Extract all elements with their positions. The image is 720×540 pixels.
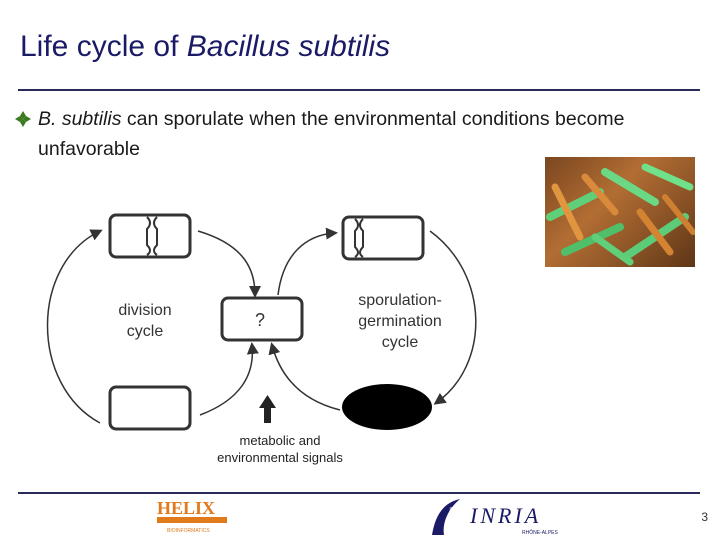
svg-text:RHÔNE-ALPES: RHÔNE-ALPES	[522, 529, 559, 536]
arrow-to-sporulation	[277, 227, 338, 296]
division-cycle-label: division cycle	[118, 302, 172, 340]
unknown-mark: ?	[254, 310, 265, 330]
title-divider	[18, 89, 700, 91]
bacteria-photo-art	[546, 163, 695, 266]
footer-divider	[18, 492, 700, 494]
clover-bullet-icon	[15, 111, 31, 127]
svg-text:HELIX: HELIX	[157, 498, 215, 518]
decision-cell	[220, 296, 304, 342]
division-arrow-left	[46, 229, 103, 424]
page-number: 3	[701, 510, 708, 524]
bacteria-micrograph	[545, 157, 695, 267]
vegetative-cell	[108, 385, 192, 431]
signal-arrow-icon	[259, 395, 276, 423]
sporulation-arrow-right	[429, 230, 477, 405]
slide-title: Life cycle of Bacillus subtilis	[20, 30, 391, 63]
svg-text:BIOINFORMATICS: BIOINFORMATICS	[167, 528, 210, 534]
arrow-up-from-cell	[199, 342, 259, 416]
germination-arrow	[268, 342, 341, 411]
bullet-text: B. subtilis can sporulate when the envir…	[38, 108, 625, 160]
svg-text:INRIA: INRIA	[469, 503, 541, 528]
sporulating-cell	[341, 215, 425, 261]
spore	[342, 384, 432, 430]
helix-logo: HELIX BIOINFORMATICS	[157, 498, 227, 534]
arrow-to-decision	[197, 230, 261, 298]
dividing-cell-left	[108, 213, 192, 259]
signals-label: metabolic and environmental signals	[217, 433, 343, 465]
life-cycle-diagram	[46, 213, 477, 431]
sporulation-cycle-label: sporulation- germination cycle	[358, 292, 442, 351]
inria-logo: INRIA RHÔNE-ALPES	[432, 499, 559, 536]
